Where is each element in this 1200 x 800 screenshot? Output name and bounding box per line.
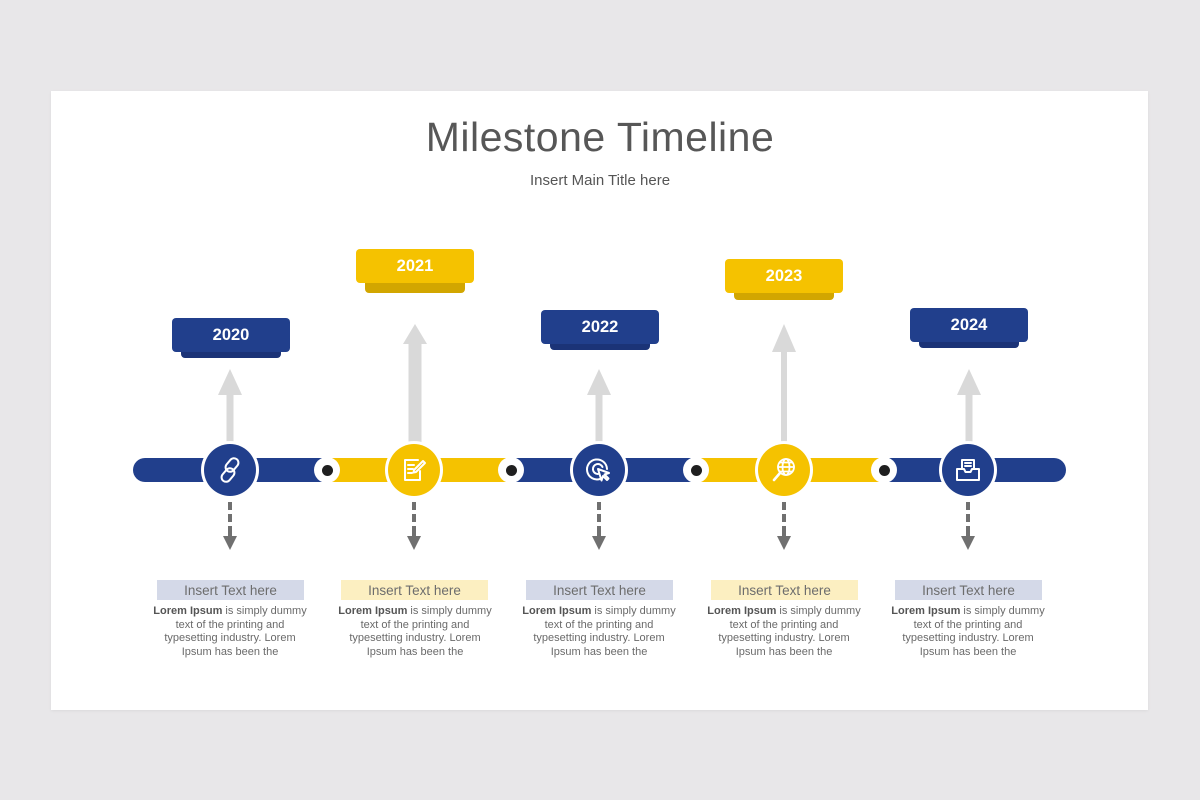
globe-search-icon [772, 458, 795, 482]
document-edit-icon [404, 459, 426, 481]
desc-line-2: text of the printing and [175, 618, 285, 631]
milestone-label-2020: Insert Text here [157, 580, 304, 600]
desc-line-4: Ipsum has been the [735, 646, 833, 659]
desc-bold: Lorem Ipsum [338, 605, 408, 617]
down-dashed-arrow [223, 502, 237, 550]
up-arrow [218, 369, 242, 443]
year-label-2021: 2021 [356, 249, 474, 283]
desc-line-4: Ipsum has been the [550, 646, 648, 659]
target-click-icon [586, 458, 610, 482]
desc-line-2: text of the printing and [913, 618, 1023, 631]
milestone-node-2022 [570, 441, 628, 499]
milestone-node-2024 [939, 441, 997, 499]
milestone-label-2021: Insert Text here [341, 580, 488, 600]
desc-line-1: is simply dummy [407, 605, 492, 617]
up-arrow [403, 324, 427, 442]
year-box-shadow [919, 338, 1019, 348]
year-box-shadow [734, 290, 834, 300]
milestone-label-2023: Insert Text here [711, 580, 858, 600]
link-icon [220, 457, 240, 483]
desc-line-1: is simply dummy [591, 605, 676, 617]
milestone-node-2020 [201, 441, 259, 499]
desc-bold: Lorem Ipsum [707, 605, 777, 617]
desc-line-3: typesetting industry. Lorem [349, 632, 481, 645]
milestone-label-2022: Insert Text here [526, 580, 673, 600]
desc-line-3: typesetting industry. Lorem [533, 632, 665, 645]
desc-line-1: is simply dummy [960, 605, 1045, 617]
year-label-2022: 2022 [541, 310, 659, 344]
up-arrow [587, 369, 611, 443]
desc-bold: Lorem Ipsum [522, 605, 592, 617]
desc-line-2: text of the printing and [544, 618, 654, 631]
desc-line-2: text of the printing and [729, 618, 839, 631]
milestone-node-2023 [755, 441, 813, 499]
up-arrow [772, 324, 796, 442]
year-label-2020: 2020 [172, 318, 290, 352]
desc-line-1: is simply dummy [776, 605, 861, 617]
year-box-shadow [550, 340, 650, 350]
down-dashed-arrow [592, 502, 606, 550]
desc-line-4: Ipsum has been the [919, 646, 1017, 659]
milestone-node-2021 [385, 441, 443, 499]
down-dashed-arrow [407, 502, 421, 550]
year-label-2023: 2023 [725, 259, 843, 293]
desc-bold: Lorem Ipsum [891, 605, 961, 617]
year-box-shadow [365, 283, 465, 293]
timeline-connector-dot [498, 457, 524, 483]
milestone-description-2024: Lorem Ipsum is simply dummy text of the … [888, 605, 1048, 660]
desc-line-3: typesetting industry. Lorem [164, 632, 296, 645]
milestone-label-2024: Insert Text here [895, 580, 1042, 600]
timeline-connector-dot [871, 457, 897, 483]
year-box-shadow [181, 348, 281, 358]
desc-bold: Lorem Ipsum [153, 605, 223, 617]
page-title: Milestone Timeline [425, 114, 775, 160]
milestone-description-2022: Lorem Ipsum is simply dummy text of the … [519, 605, 679, 660]
milestone-description-2023: Lorem Ipsum is simply dummy text of the … [704, 605, 864, 660]
down-dashed-arrow [961, 502, 975, 550]
desc-line-3: typesetting industry. Lorem [718, 632, 850, 645]
year-label-2024: 2024 [910, 308, 1028, 342]
desc-line-4: Ipsum has been the [181, 646, 279, 659]
desc-line-3: typesetting industry. Lorem [902, 632, 1034, 645]
desc-line-2: text of the printing and [360, 618, 470, 631]
desc-line-1: is simply dummy [222, 605, 307, 617]
desc-line-4: Ipsum has been the [366, 646, 464, 659]
down-dashed-arrow [777, 502, 791, 550]
page-subtitle: Insert Main Title here [529, 172, 671, 189]
timeline-connector-dot [314, 457, 340, 483]
milestone-description-2021: Lorem Ipsum is simply dummy text of the … [335, 605, 495, 660]
timeline-connector-dot [683, 457, 709, 483]
inbox-tray-icon [956, 459, 980, 481]
up-arrow [957, 369, 981, 443]
milestone-description-2020: Lorem Ipsum is simply dummy text of the … [150, 605, 310, 660]
